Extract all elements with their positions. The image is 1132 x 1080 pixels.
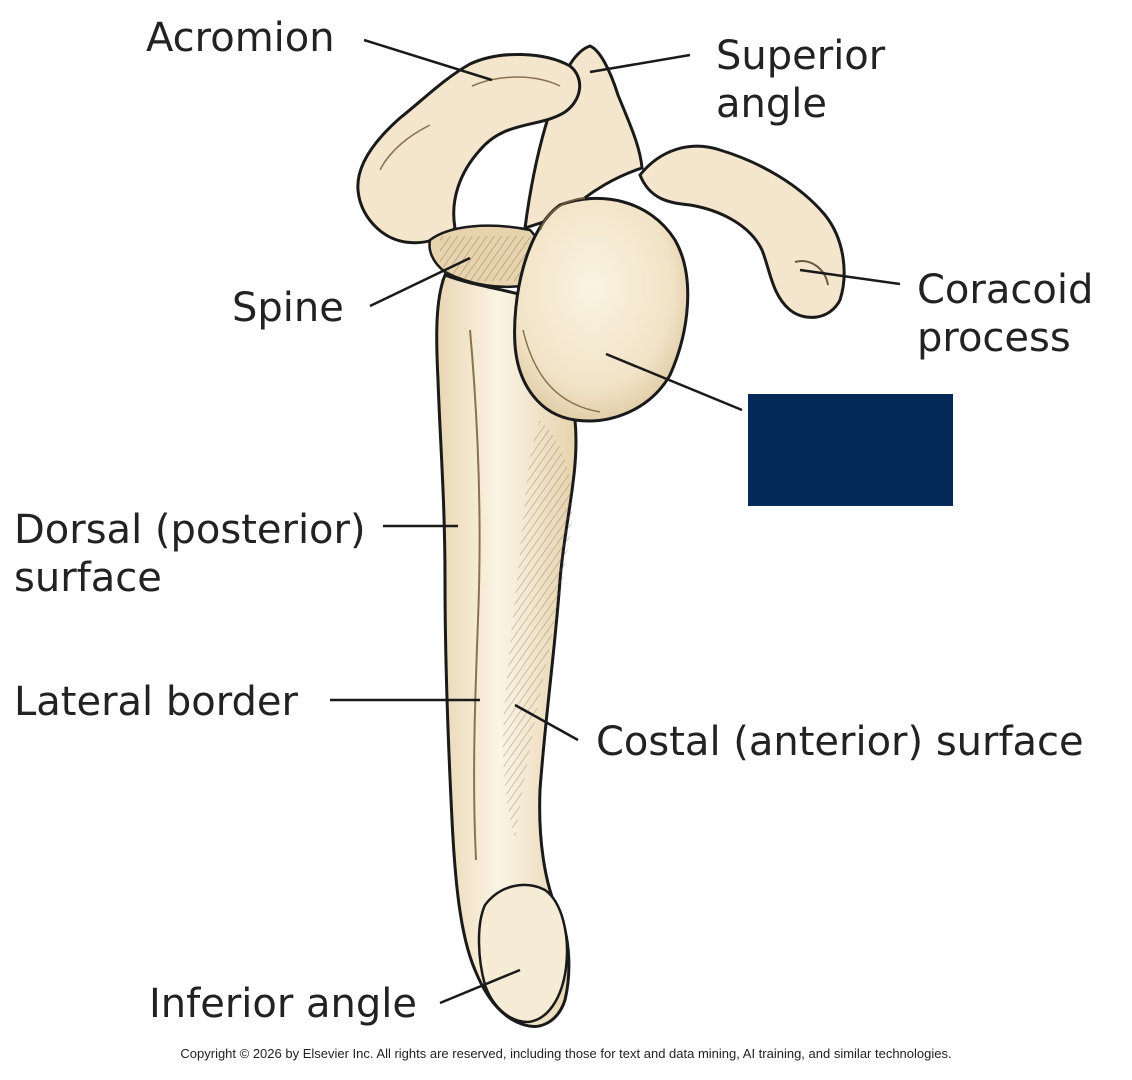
leader-lines xyxy=(330,38,901,1005)
dorsal-surface-label: Dorsal (posterior) surface xyxy=(14,507,366,601)
copyright-notice: Copyright © 2026 by Elsevier Inc. All ri… xyxy=(180,1046,952,1061)
superior-angle-shape xyxy=(523,44,644,231)
leader-inferior xyxy=(439,968,521,1005)
glenoid-cavity-shape xyxy=(513,197,690,423)
costal-surface-label: Costal (anterior) surface xyxy=(596,719,1084,765)
leader-acromion xyxy=(363,38,493,82)
leader-glenoid xyxy=(605,352,743,412)
coracoid-process-shape xyxy=(638,144,846,319)
inferior-angle-shape xyxy=(477,883,569,1024)
acromion-shape xyxy=(356,52,581,245)
acromion-label: Acromion xyxy=(146,15,335,61)
spine-label: Spine xyxy=(232,285,344,331)
leader-spine xyxy=(369,256,471,308)
inferior-angle-label: Inferior angle xyxy=(149,981,418,1027)
hidden-label-box xyxy=(748,394,953,506)
superior-angle-label: Superior angle xyxy=(716,33,886,127)
lateral-border-label: Lateral border xyxy=(14,679,298,725)
leader-superior-angle xyxy=(589,53,691,74)
coracoid-process-label: Coracoid process xyxy=(917,267,1094,361)
leader-coracoid xyxy=(799,268,901,286)
leader-costal xyxy=(514,703,579,742)
